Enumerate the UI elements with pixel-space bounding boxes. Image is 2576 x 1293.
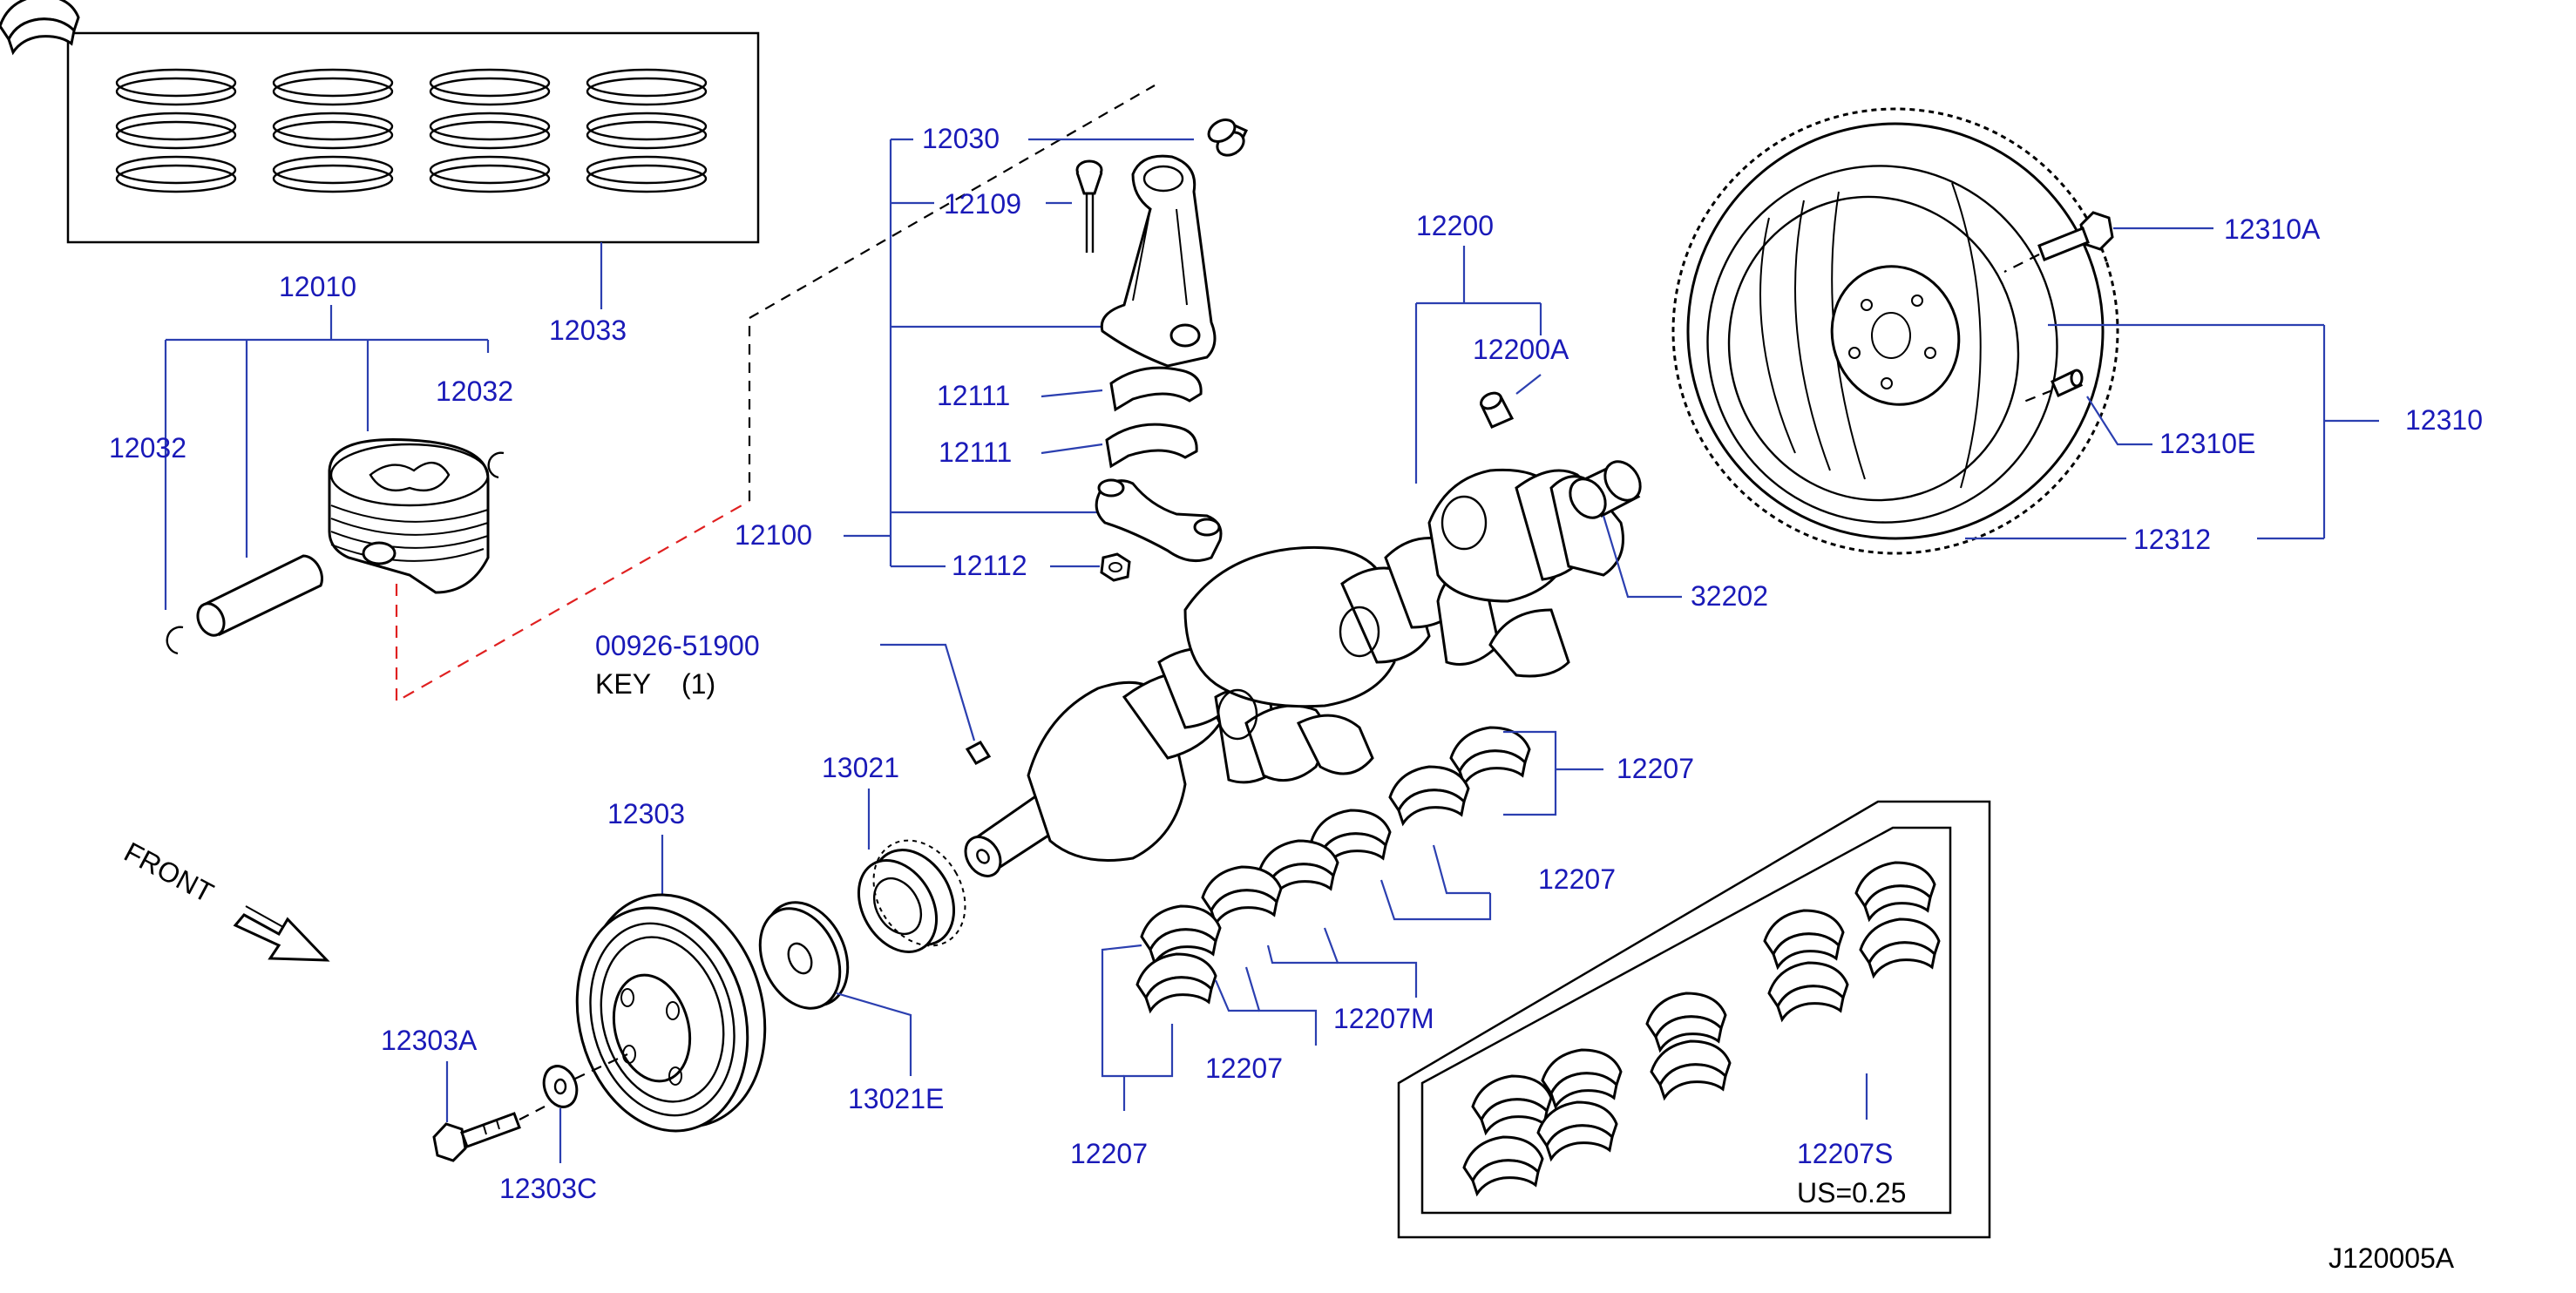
label-12111-upper[interactable]: 12111 (937, 380, 1010, 411)
crank-washer (758, 901, 850, 1010)
label-32202[interactable]: 32202 (1691, 580, 1768, 612)
crank-sprocket (857, 839, 966, 953)
rod-bolt (1075, 159, 1103, 253)
label-12312[interactable]: 12312 (2133, 524, 2211, 555)
leader-12310E (2086, 396, 2152, 446)
label-12200A[interactable]: 12200A (1473, 334, 1569, 365)
bearing-12111-upper (1109, 366, 1203, 412)
label-12207S[interactable]: 12207S (1797, 1138, 1893, 1169)
label-12100[interactable]: 12100 (735, 519, 812, 551)
label-12303[interactable]: 12303 (607, 798, 685, 829)
flywheel-bolt-axis (2003, 254, 2040, 273)
label-12207-d[interactable]: 12207 (1070, 1138, 1148, 1169)
rod-cap (1095, 478, 1223, 563)
pulley-bolt (432, 1112, 521, 1162)
leader-13021E (836, 992, 912, 1076)
connecting-rod (1100, 154, 1217, 368)
label-12033[interactable]: 12033 (549, 315, 627, 346)
label-12207-b[interactable]: 12207 (1538, 863, 1616, 895)
washer-axis (574, 1053, 628, 1080)
bolt-axis (519, 1106, 546, 1120)
undersize-bearing-set (1397, 800, 1991, 1239)
label-13021E[interactable]: 13021E (848, 1083, 944, 1114)
label-00926-51900[interactable]: 00926-51900 (595, 630, 760, 661)
leader-12200 (1414, 246, 1542, 484)
label-key-qty: (1) (681, 668, 715, 700)
crank-dowel (1479, 391, 1515, 429)
flywheel-dowel (2051, 369, 2084, 398)
label-12010[interactable]: 12010 (279, 271, 356, 302)
label-12207-a[interactable]: 12207 (1617, 753, 1694, 784)
label-12303C[interactable]: 12303C (499, 1173, 597, 1204)
leaders-12207 (1101, 730, 1603, 1111)
front-arrow-icon (233, 905, 330, 962)
rear-pilot-bearing (1569, 460, 1642, 519)
rod-nut (1100, 552, 1131, 582)
piston-pin (196, 554, 323, 637)
bearing-12111-lower (1105, 423, 1198, 469)
label-12310E[interactable]: 12310E (2159, 428, 2255, 459)
bearing-shell-template (0, 0, 80, 56)
pulley-washer (542, 1065, 579, 1108)
label-12207M[interactable]: 12207M (1333, 1003, 1434, 1034)
crankshaft (964, 468, 1624, 877)
flywheel-dowel-axis (2021, 389, 2053, 404)
label-12111-lower[interactable]: 12111 (939, 437, 1012, 468)
label-12032-right[interactable]: 12032 (436, 376, 513, 407)
snap-ring-right (487, 451, 505, 479)
piston-ring-set (66, 31, 760, 244)
leader-32202 (1602, 515, 1682, 599)
label-12310[interactable]: 12310 (2405, 404, 2483, 436)
label-12109[interactable]: 12109 (944, 188, 1021, 220)
flywheel-bolt (2037, 211, 2114, 261)
snap-ring-left (166, 626, 184, 655)
label-12200[interactable]: 12200 (1416, 210, 1494, 241)
label-12207-c[interactable]: 12207 (1205, 1053, 1283, 1084)
leader-key (880, 643, 976, 741)
rod-bushing (1207, 118, 1249, 157)
piston (328, 437, 490, 594)
label-12303A[interactable]: 12303A (381, 1025, 478, 1056)
leader-12100 (844, 138, 1194, 568)
front-label: FRONT (119, 836, 219, 909)
diagram-reference-code: J120005A (2329, 1242, 2455, 1274)
leader-12310 (2048, 323, 2379, 540)
label-12310A[interactable]: 12310A (2224, 213, 2321, 245)
label-12112[interactable]: 12112 (952, 550, 1027, 581)
flywheel (1671, 107, 2119, 555)
label-undersize: US=0.25 (1797, 1177, 1906, 1208)
label-13021[interactable]: 13021 (822, 752, 899, 783)
woodruff-key (965, 741, 992, 765)
crank-pulley (575, 893, 767, 1133)
leader-12010 (164, 305, 490, 610)
label-key: KEY (595, 668, 651, 700)
label-12032-left[interactable]: 12032 (109, 432, 186, 464)
label-12030[interactable]: 12030 (922, 123, 1000, 154)
